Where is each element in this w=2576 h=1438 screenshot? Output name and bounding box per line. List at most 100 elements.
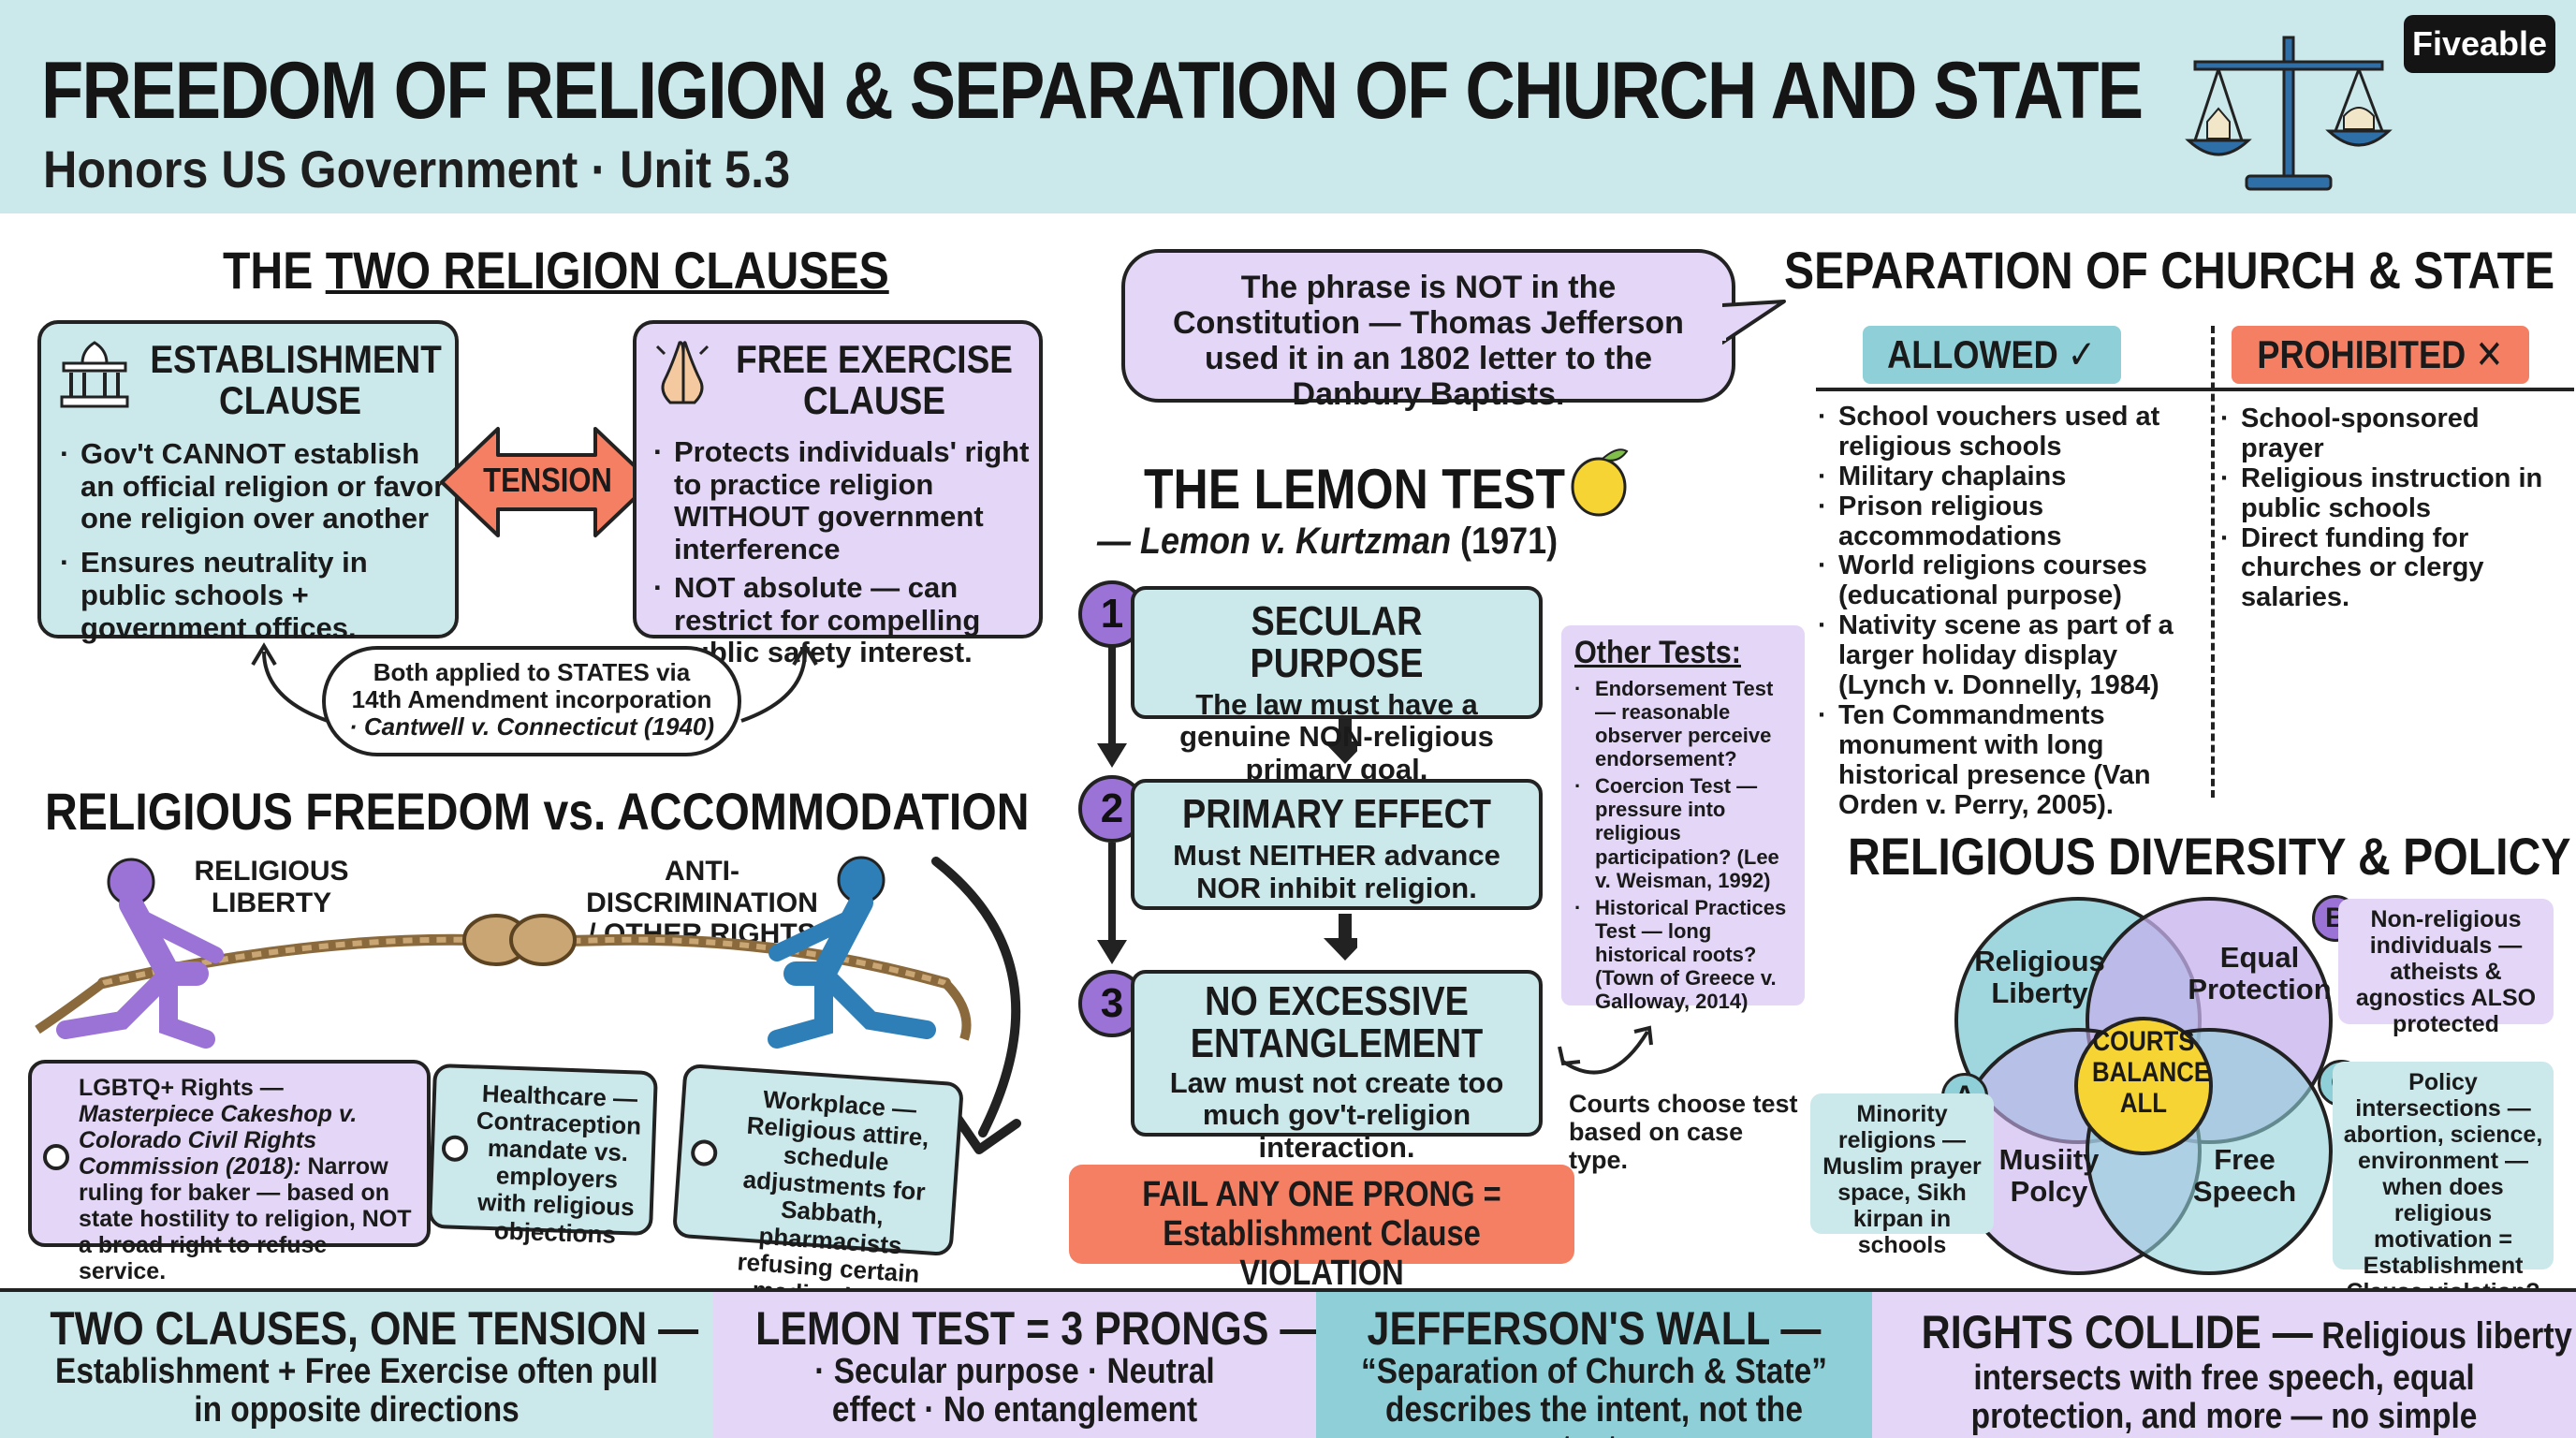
footer-cell-rights: RIGHTS COLLIDE — Religious liberty inter… (1872, 1292, 2576, 1438)
list-item: School vouchers used at religious school… (1818, 402, 2202, 462)
list-item: Ten Commandments monument with long hist… (1818, 700, 2202, 821)
tag-hole (690, 1138, 719, 1167)
list-item: Endorsement Test — reasonable observer p… (1574, 677, 1792, 770)
tag-title: LGBTQ+ Rights — (79, 1075, 284, 1101)
establishment-title-line2: CLAUSE (219, 378, 361, 423)
clauses-heading-underlined: TWO RELIGION CLAUSES (325, 241, 889, 300)
footer-cell-clauses: TWO CLAUSES, ONE TENSION — Establishment… (0, 1292, 713, 1438)
footer-summary: TWO CLAUSES, ONE TENSION — Establishment… (0, 1288, 2576, 1438)
free-exercise-points: Protects individuals' right to practice … (653, 435, 1037, 669)
curved-double-arrow-icon (1558, 1025, 1653, 1075)
policy-intersections-note: Policy intersections — abortion, science… (2333, 1062, 2554, 1305)
footer-rights-headline: RIGHTS COLLIDE — Religious liberty (1921, 1305, 2572, 1359)
tag-content: LGBTQ+ Rights — Masterpiece Cakeshop v. … (79, 1075, 416, 1284)
venn-musiity-polcy: Musiity Polcy (1998, 1143, 2100, 1209)
footer-cell-lemon: LEMON TEST = 3 PRONGS — · Secular purpos… (713, 1292, 1320, 1438)
footer-cell-jefferson: JEFFERSON'S WALL — “Separation of Church… (1316, 1292, 1872, 1438)
incorporation-note: Both applied to STATES via 14th Amendmen… (322, 646, 741, 756)
workplace-tag: Workplace — Religious attire, schedule a… (671, 1063, 965, 1313)
separation-heading: SEPARATION OF CHURCH & STATE (1784, 241, 2555, 300)
lemon-case: — Lemon v. Kurtzman (1971) (1097, 521, 1558, 563)
allowed-list: School vouchers used at religious school… (1818, 402, 2202, 821)
free-exercise-title: FREE EXERCISE CLAUSE (734, 337, 1014, 421)
prohibited-pill: PROHIBITED ✕ (2232, 326, 2529, 384)
tag-text: Contraception mandate vs. employers with… (476, 1106, 642, 1249)
list-item: School-sponsored prayer (2220, 404, 2548, 464)
other-tests-panel: Other Tests: Endorsement Test — reasonab… (1561, 625, 1805, 1013)
tug-of-war-illustration (35, 856, 972, 1049)
bubble-tail (1722, 300, 1786, 345)
list-item: World religions courses (educational pur… (1818, 551, 2202, 611)
lemon-case-name: — Lemon v. Kurtzman (1097, 521, 1452, 562)
step-title-line1: NO EXCESSIVE (1205, 978, 1469, 1024)
list-item: Gov't CANNOT establish an official relig… (60, 437, 453, 536)
incorporation-line2: 14th Amendment incorporation (351, 685, 712, 714)
secular-purpose-card: SECULAR PURPOSE The law must have a genu… (1131, 586, 1543, 785)
tag-hole (441, 1135, 469, 1163)
religious-liberty-label: RELIGIOUS LIBERTY (187, 856, 356, 918)
clauses-heading: THE TWO RELIGION CLAUSES (223, 240, 889, 301)
step-title: SECULAR PURPOSE (1250, 598, 1424, 686)
tag-hole (43, 1144, 69, 1170)
fail-warning-box: FAIL ANY ONE PRONG = Establishment Claus… (1069, 1165, 1574, 1292)
prohibited-list: School-sponsored prayer Religious instru… (2220, 404, 2548, 613)
step-title: PRIMARY EFFECT (1181, 791, 1492, 837)
list-item: Direct funding for churches or clergy sa… (2220, 523, 2548, 614)
lemon-case-year: (1971) (1451, 521, 1559, 562)
step-text: The law must have a genuine NON-religiou… (1179, 687, 1494, 786)
minority-religions-note: Minority religions — Muslim prayer space… (1810, 1093, 1994, 1258)
page-title: FREEDOM OF RELIGION & SEPARATION OF CHUR… (41, 46, 2144, 136)
other-tests-list: Endorsement Test — reasonable observer p… (1574, 677, 1792, 1013)
purple-figure-icon (56, 858, 224, 1049)
list-item: Ensures neutrality in public schools + g… (60, 546, 453, 644)
prohibited-label: PROHIBITED ✕ (2257, 332, 2504, 376)
footer-inline-text: Religious liberty (2312, 1315, 2572, 1357)
venn-equal-protection: Equal Protection (2188, 941, 2332, 1006)
tag-text: Narrow ruling for baker — based on state… (79, 1153, 412, 1284)
praying-hands-icon (655, 341, 710, 404)
venn-free-speech: Free Speech (2192, 1143, 2297, 1209)
primary-effect-card: PRIMARY EFFECT Must NEITHER advance NOR … (1131, 779, 1543, 910)
no-entanglement-card: NO EXCESSIVE ENTANGLEMENT Law must not c… (1131, 970, 1543, 1164)
diversity-heading: RELIGIOUS DIVERSITY & POLICY (1848, 827, 2571, 886)
footer-text: · Secular purpose · Neutral effect · No … (814, 1352, 1215, 1431)
header-banner (0, 0, 2576, 213)
page-subtitle: Honors US Government · Unit 5.3 (43, 139, 791, 198)
establishment-title: ESTABLISHMENT CLAUSE (150, 337, 442, 423)
blue-figure-icon (768, 856, 936, 1049)
establishment-title-line1: ESTABLISHMENT (150, 337, 442, 381)
non-religious-note: Non-religious individuals — atheists & a… (2338, 899, 2554, 1037)
footer-text: “Separation of Church & State” describes… (1361, 1352, 1827, 1438)
venn-religious-liberty: Religious Liberty (1974, 945, 2105, 1010)
footer-text: Establishment + Free Exercise often pull… (55, 1352, 658, 1431)
fail-line1: FAIL ANY ONE PRONG = (1142, 1175, 1501, 1214)
scales-of-justice-icon (2185, 36, 2393, 191)
tag-case: Masterpiece Cakeshop v. Colorado Civil R… (79, 1101, 358, 1180)
list-item: Religious instruction in public schools (2220, 463, 2548, 524)
left-label-line2: LIBERTY (211, 887, 332, 918)
tag-text: Religious attire, schedule adjustments f… (736, 1110, 930, 1314)
curved-arrow-icon (931, 857, 1021, 1154)
step-text: Law must not create too much gov't-relig… (1169, 1065, 1504, 1165)
footer-text: intersects with free speech, equal prote… (1970, 1358, 2478, 1438)
list-item: Nativity scene as part of a larger holid… (1818, 610, 2202, 701)
lemon-flow-arrows (1097, 646, 1357, 964)
free-exercise-title-line1: FREE EXERCISE (736, 337, 1013, 381)
list-item: Protects individuals' right to practice … (653, 435, 1037, 566)
footer-head: RIGHTS COLLIDE — (1921, 1306, 2313, 1358)
government-building-icon (60, 341, 129, 408)
footer-head: JEFFERSON'S WALL — (1367, 1302, 1822, 1355)
right-label-line1: ANTI-DISCRIMINATION (586, 856, 818, 918)
footer-head: TWO CLAUSES, ONE TENSION — (50, 1302, 699, 1355)
incorporation-line1: Both applied to STATES via (373, 658, 691, 686)
tension-label: TENSION (483, 461, 612, 499)
left-label-line1: RELIGIOUS (194, 856, 349, 887)
separation-divider (2211, 326, 2215, 798)
incorporation-arrows (251, 642, 818, 723)
step-text: Must NEITHER advance NOR inhibit religio… (1173, 838, 1500, 904)
lemon-heading: THE LEMON TEST (1144, 458, 1566, 521)
venn-diagram (1954, 897, 2333, 1275)
establishment-points: Gov't CANNOT establish an official relig… (60, 437, 453, 644)
list-item: Prison religious accommodations (1818, 492, 2202, 552)
list-item: Coercion Test — pressure into religious … (1574, 774, 1792, 891)
